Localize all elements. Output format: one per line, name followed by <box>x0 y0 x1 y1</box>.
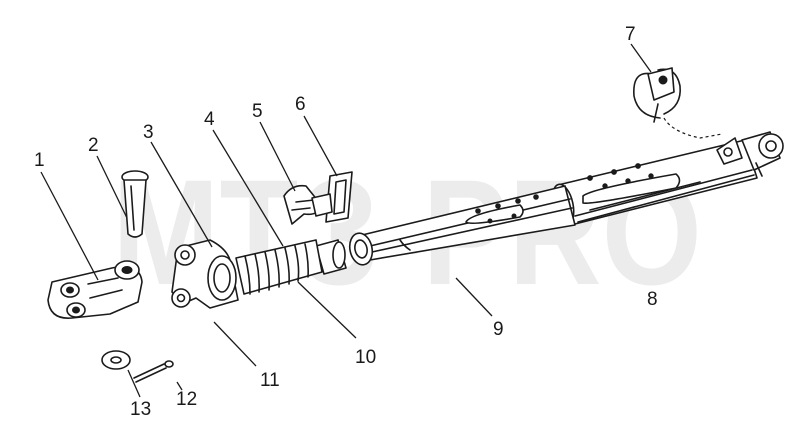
callout-11: 11 <box>260 370 280 391</box>
callout-3: 3 <box>143 122 154 143</box>
inner-tube-part-9 <box>348 185 576 266</box>
leader-lines <box>40 43 652 398</box>
callout-9: 9 <box>493 319 504 340</box>
chain-clip-part-7 <box>633 67 723 139</box>
callout-2: 2 <box>88 135 99 156</box>
callout-13: 13 <box>130 399 151 420</box>
callout-7: 7 <box>625 24 636 45</box>
callout-10: 10 <box>355 347 376 368</box>
callout-8: 8 <box>647 289 658 310</box>
collar-part-10 <box>315 239 347 275</box>
spring-part-4 <box>235 239 323 295</box>
callout-1: 1 <box>34 150 45 171</box>
callout-12: 12 <box>176 389 197 410</box>
split-pin-part-12 <box>133 360 174 383</box>
bracket-part-6 <box>311 171 353 223</box>
callout-6: 6 <box>295 94 306 115</box>
pin-part-2 <box>121 170 149 238</box>
tube-end-eye <box>741 131 784 177</box>
callout-4: 4 <box>204 109 215 130</box>
washer-part-13 <box>101 350 131 370</box>
fork-part-3 <box>171 239 239 309</box>
callout-5: 5 <box>252 101 263 122</box>
clevis-part-1 <box>47 260 143 319</box>
